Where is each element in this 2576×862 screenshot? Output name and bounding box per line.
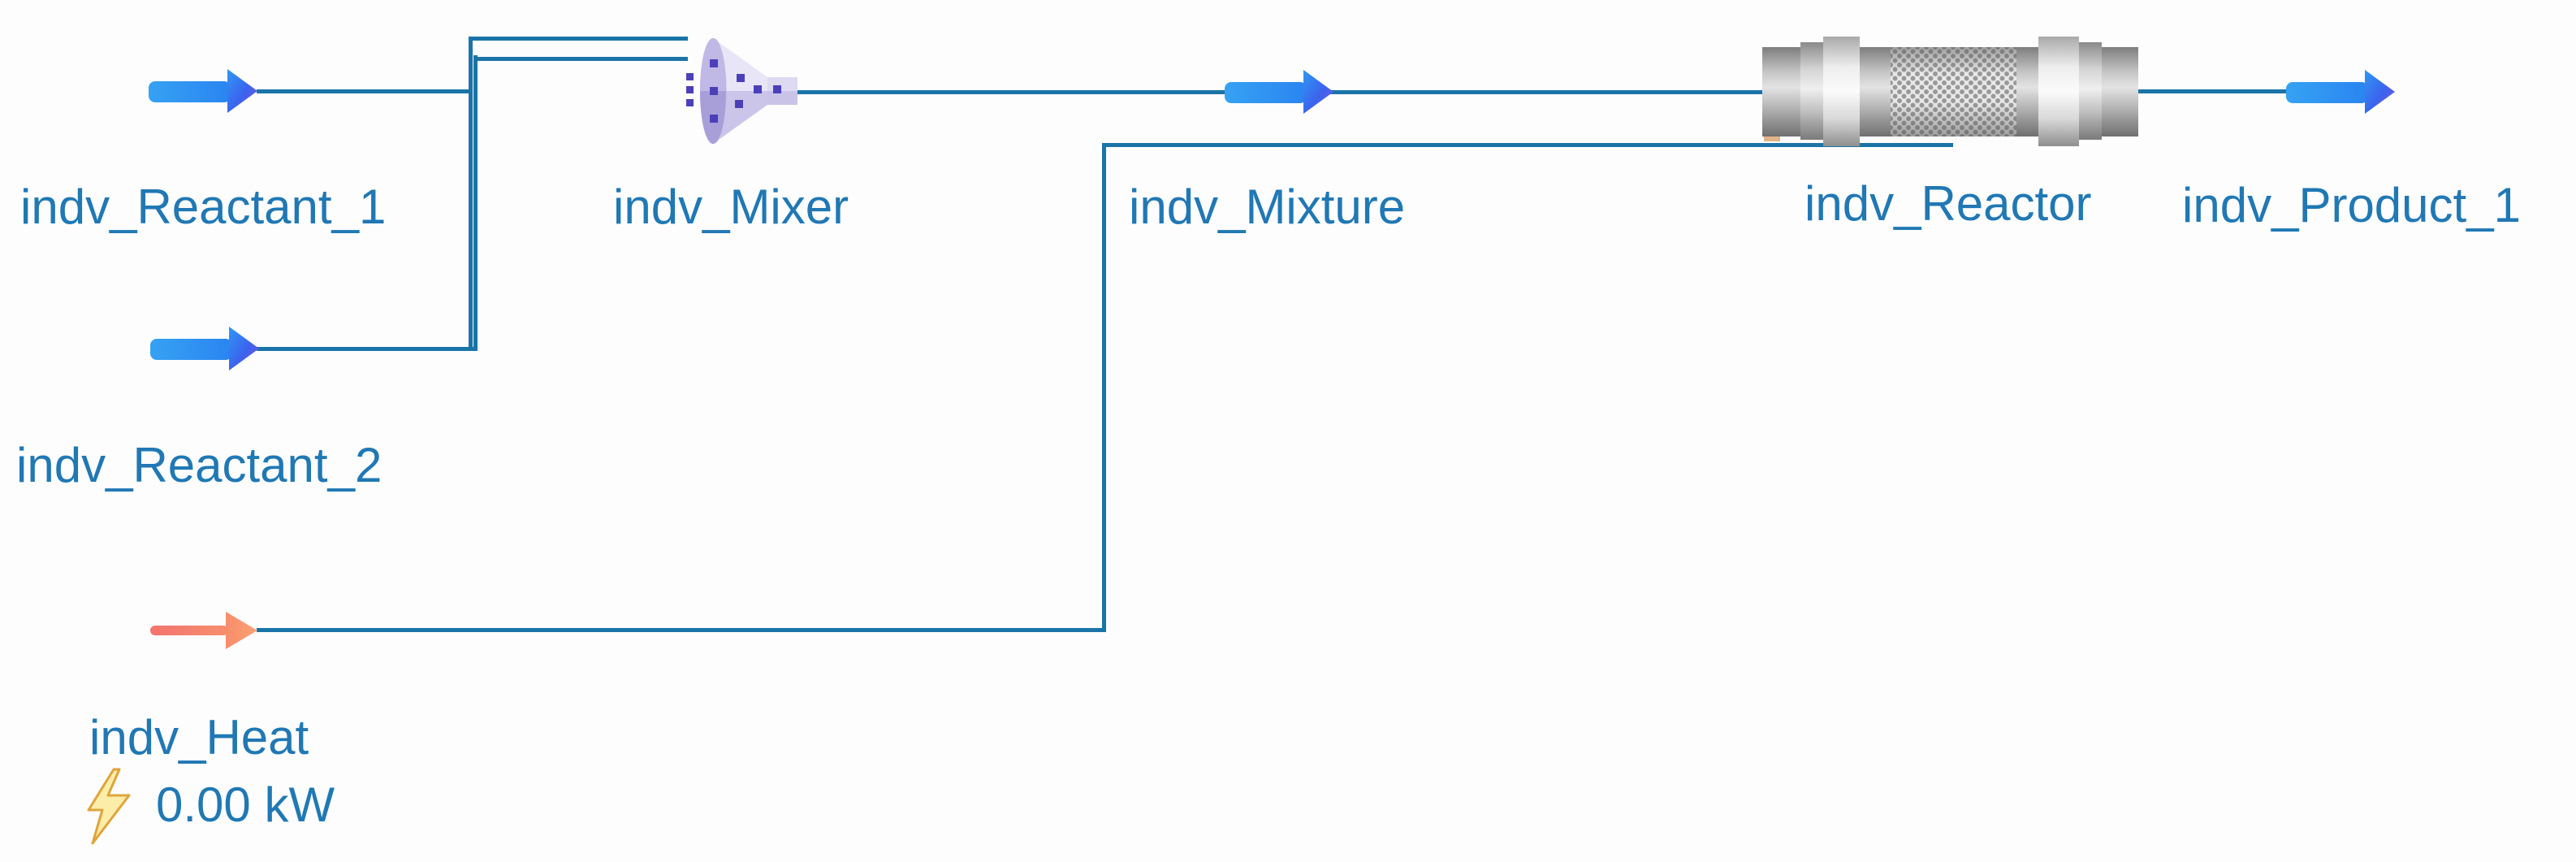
- connector-mixer-inlet-1: [469, 37, 688, 41]
- mixer-cone-upper: [713, 38, 767, 91]
- reactor-icon[interactable]: [1762, 37, 2140, 146]
- arrow-head: [1303, 70, 1333, 114]
- heat-label: indv_Heat: [89, 710, 309, 765]
- arrow-head: [2365, 70, 2395, 114]
- reactor-label: indv_Reactor: [1804, 176, 2092, 231]
- connector-heat-horizontal-top: [1102, 143, 1953, 147]
- arrow-body: [2286, 82, 2368, 103]
- connector-reactant1: [257, 89, 473, 93]
- reactor-collar-right: [2016, 47, 2038, 136]
- arrow-body: [150, 626, 228, 635]
- connector-product: [2138, 89, 2309, 93]
- connector-heat-horizontal-bottom: [257, 628, 1106, 632]
- arrow-head: [226, 612, 257, 649]
- reactor-collar-left: [1860, 47, 1891, 136]
- mixer-outlet-upper: [767, 77, 797, 91]
- mixer-cone-lower: [713, 91, 767, 144]
- reactor-cap-right: [2102, 47, 2138, 136]
- lightning-bolt-shape: [87, 768, 131, 845]
- reactant-2-stream-arrow[interactable]: [150, 327, 259, 370]
- heat-stream-arrow[interactable]: [150, 610, 257, 651]
- heat-duty-value: 0.00 kW: [156, 778, 335, 832]
- mixer-label: indv_Mixer: [613, 180, 849, 234]
- reactor-cap-left: [1762, 47, 1800, 136]
- mixer-icon[interactable]: [686, 34, 797, 148]
- product-1-stream-arrow[interactable]: [2286, 70, 2395, 114]
- reactor-energy-port: [1764, 132, 1780, 141]
- mixer-dots: [686, 59, 781, 123]
- reactor-mesh-body: [1891, 47, 2016, 136]
- mixer-outlet-lower: [767, 91, 797, 105]
- reactor-flange-left: [1823, 37, 1860, 146]
- arrow-head: [229, 327, 259, 370]
- reactor-step-left: [1800, 42, 1823, 140]
- arrow-body: [149, 81, 231, 102]
- lightning-icon: [87, 768, 131, 845]
- arrow-body: [1225, 82, 1307, 103]
- connector-heat-vertical: [1102, 143, 1106, 632]
- connector-mixer-inlet-2: [473, 57, 688, 61]
- mixture-label: indv_Mixture: [1129, 180, 1406, 234]
- arrow-head: [227, 69, 257, 113]
- reactor-flange-right: [2038, 37, 2079, 146]
- arrow-body: [150, 339, 232, 360]
- reactor-step-right: [2079, 42, 2102, 140]
- product-1-label: indv_Product_1: [2182, 178, 2521, 232]
- connector-junction-vertical-outer: [469, 37, 473, 351]
- connector-reactant2: [257, 347, 478, 351]
- connector-junction-vertical-inner: [473, 55, 478, 351]
- reactant-1-stream-arrow[interactable]: [149, 69, 257, 113]
- reactant-2-label: indv_Reactant_2: [16, 438, 383, 492]
- reactant-1-label: indv_Reactant_1: [20, 180, 387, 234]
- mixture-stream-arrow[interactable]: [1225, 70, 1333, 114]
